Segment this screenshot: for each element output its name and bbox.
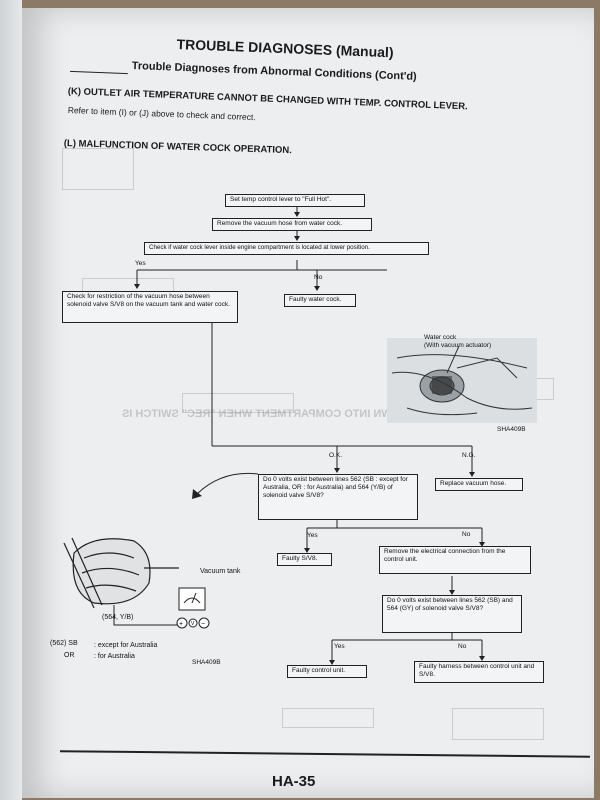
water-cock-figure xyxy=(387,338,537,423)
vacuum-tank-figure: + − V xyxy=(54,513,224,633)
step-check-voltage-lines: Do 0 volts exist between lines 562 (SB :… xyxy=(258,474,418,520)
manual-page: OUTLET AIR IS NOT DRAWN INTO COMPARTMENT… xyxy=(22,8,594,798)
legend-or: OR xyxy=(64,652,75,659)
water-cock-illustration xyxy=(387,338,537,423)
result-replace-vacuum-hose: Replace vacuum hose. xyxy=(435,478,523,491)
no-label-1: No xyxy=(314,274,323,281)
result-faulty-control-unit: Faulty control unit. xyxy=(287,665,367,678)
no-label-2: No xyxy=(462,531,471,538)
step-check-water-cock-lever: Check if water cock lever inside engine … xyxy=(144,242,429,255)
ok-label: O.K. xyxy=(329,452,343,459)
flowchart-connectors xyxy=(134,206,485,665)
figure-code-2: SHA409B xyxy=(192,659,221,666)
vacuum-tank-illustration: + − V xyxy=(63,537,210,629)
page-stack-edge xyxy=(0,0,22,800)
ng-label: N.G. xyxy=(462,452,476,459)
yes-label-2: Yes xyxy=(307,532,318,539)
result-faulty-water-cock: Faulty water cock. xyxy=(284,294,356,307)
step-remove-vacuum-hose: Remove the vacuum hose from water cock. xyxy=(212,218,372,231)
yes-label-3: Yes xyxy=(334,643,345,650)
yes-label-1: Yes xyxy=(135,260,146,267)
wire-label-564: (564, Y/B) xyxy=(102,614,134,621)
step-remove-electrical-connection: Remove the electrical connection from th… xyxy=(379,546,531,574)
step-check-vacuum-hose-restriction: Check for restriction of the vacuum hose… xyxy=(62,291,238,323)
legend-or-desc: : for Australia xyxy=(94,653,135,660)
page-number: HA-35 xyxy=(272,773,316,790)
water-cock-label: Water cock (With vacuum actuator) xyxy=(424,334,491,350)
legend-562-sb: (562) SB xyxy=(50,640,78,647)
svg-text:V: V xyxy=(191,621,195,627)
svg-text:−: − xyxy=(201,621,205,628)
water-cock-label-text: Water cock (With vacuum actuator) xyxy=(424,334,492,349)
svg-text:+: + xyxy=(179,621,183,628)
no-label-3: No xyxy=(458,643,467,650)
result-faulty-harness: Faulty harness between control unit and … xyxy=(414,661,544,683)
step-check-voltage-sb-gy: Do 0 volts exist between lines 562 (SB) … xyxy=(382,595,522,633)
step-set-temp-lever: Set temp control lever to "Full Hot". xyxy=(225,194,365,207)
figure-code-1: SHA409B xyxy=(497,426,526,433)
vacuum-tank-label: Vacuum tank xyxy=(200,568,241,575)
legend-sb-desc: : except for Australia xyxy=(94,642,158,649)
result-faulty-sv8: Faulty S/V8. xyxy=(277,553,332,566)
